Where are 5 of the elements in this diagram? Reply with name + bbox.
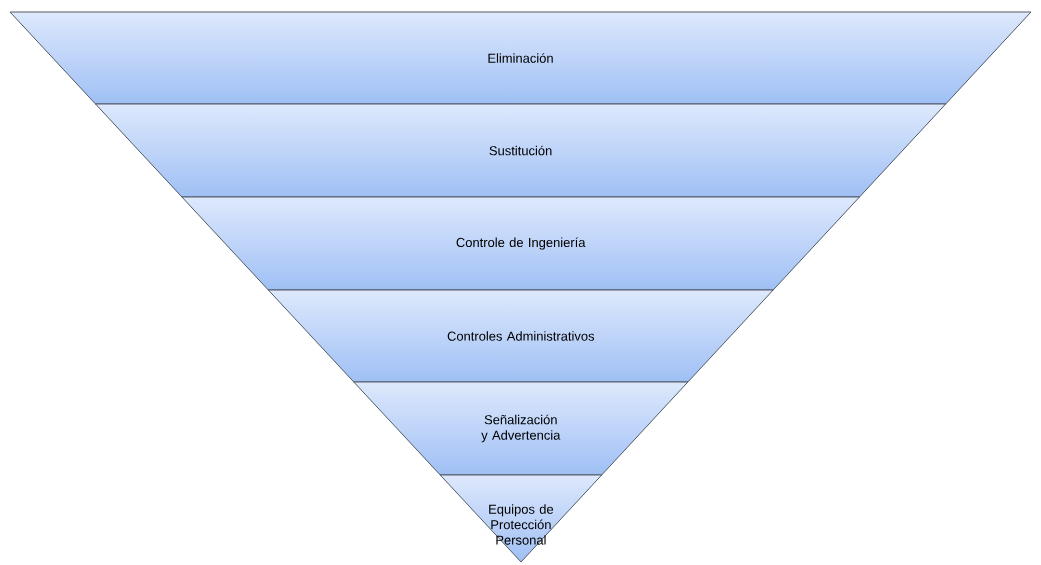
trapezoid-band: Equipos de Protección Personal <box>439 474 603 563</box>
trapezoid-band: Controle de Ingeniería <box>181 196 860 291</box>
trapezoid-band: Sustitución <box>95 103 947 198</box>
trapezoid-band: Controles Administrativos <box>267 289 774 383</box>
trapezoid-band: Eliminación <box>9 11 1032 105</box>
